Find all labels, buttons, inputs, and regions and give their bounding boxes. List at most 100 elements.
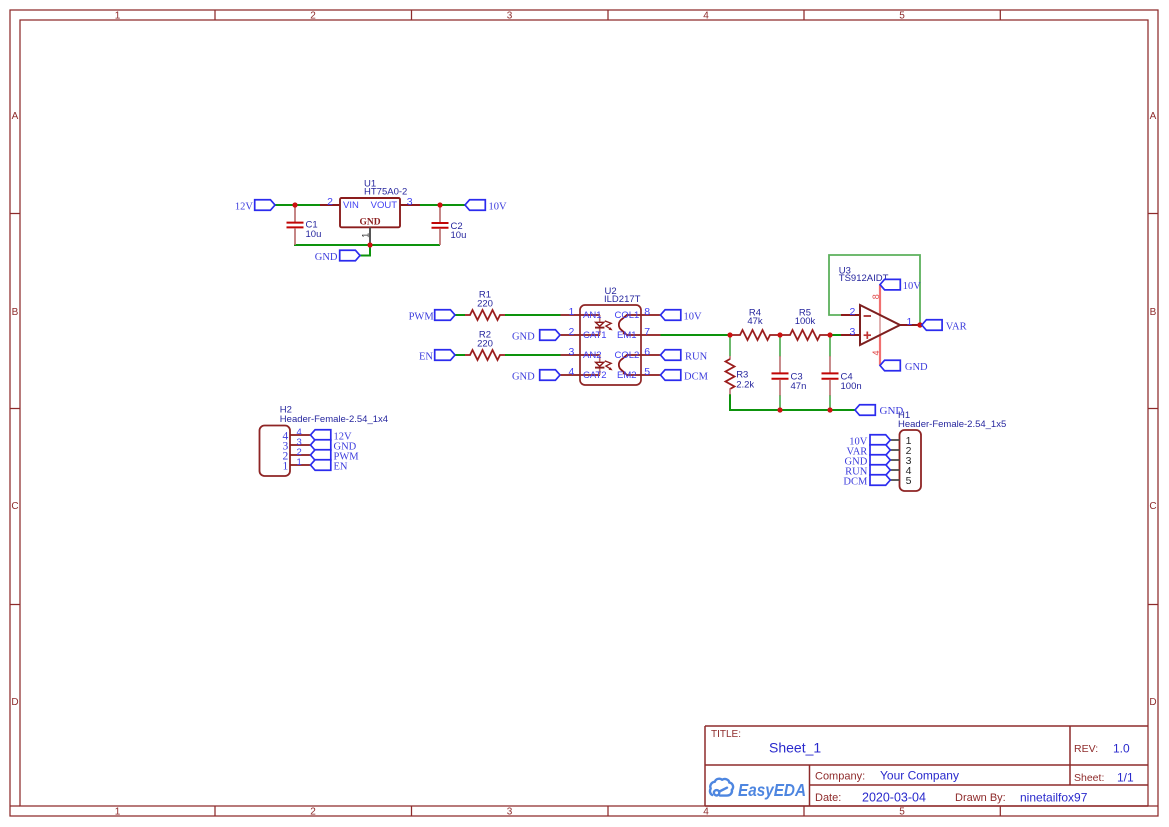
svg-text:D: D [1149, 697, 1156, 708]
svg-text:10u: 10u [306, 229, 322, 240]
svg-text:12V: 12V [334, 432, 353, 443]
svg-text:GND: GND [512, 332, 535, 343]
svg-text:7: 7 [644, 326, 650, 338]
svg-text:C1: C1 [306, 219, 318, 230]
svg-text:EN: EN [334, 462, 348, 473]
svg-text:47k: 47k [747, 316, 763, 327]
svg-text:Sheet_1: Sheet_1 [769, 740, 821, 756]
svg-text:A: A [1150, 111, 1157, 122]
svg-text:AN1: AN1 [583, 310, 601, 321]
svg-text:1/1: 1/1 [1117, 771, 1134, 785]
svg-text:10V: 10V [684, 312, 703, 323]
svg-text:8: 8 [644, 306, 650, 318]
svg-text:Drawn By:: Drawn By: [955, 792, 1006, 804]
svg-text:C: C [1149, 501, 1156, 512]
svg-text:EasyEDA: EasyEDA [738, 780, 806, 800]
svg-text:GND: GND [905, 362, 928, 373]
svg-text:1: 1 [115, 10, 121, 21]
svg-text:VAR: VAR [846, 447, 867, 458]
svg-text:R2: R2 [479, 329, 491, 340]
svg-text:3: 3 [850, 326, 856, 338]
svg-text:Header-Female-2.54_1x5: Header-Female-2.54_1x5 [898, 419, 1006, 430]
svg-text:COL1: COL1 [615, 310, 640, 321]
svg-text:4: 4 [568, 366, 574, 378]
svg-text:H1: H1 [898, 410, 910, 421]
svg-text:1: 1 [297, 457, 302, 468]
svg-text:3: 3 [568, 346, 574, 358]
svg-text:220: 220 [477, 298, 493, 309]
svg-text:4: 4 [703, 10, 709, 21]
svg-text:2: 2 [283, 451, 289, 463]
svg-text:COL2: COL2 [615, 350, 640, 361]
svg-text:GND: GND [880, 405, 904, 417]
svg-text:3: 3 [407, 196, 413, 208]
svg-text:47n: 47n [791, 381, 807, 392]
svg-text:ninetailfox97: ninetailfox97 [1020, 791, 1088, 805]
svg-text:R1: R1 [479, 289, 491, 300]
svg-text:Header-Female-2.54_1x4: Header-Female-2.54_1x4 [280, 414, 388, 425]
svg-text:8: 8 [871, 294, 881, 299]
svg-text:U3: U3 [839, 265, 851, 276]
svg-text:10V: 10V [903, 281, 922, 292]
svg-text:H2: H2 [280, 404, 292, 415]
svg-text:1.0: 1.0 [1113, 742, 1130, 756]
svg-text:Sheet:: Sheet: [1074, 772, 1104, 784]
svg-text:GND: GND [512, 372, 535, 383]
svg-text:C: C [11, 501, 18, 512]
svg-text:REV:: REV: [1074, 743, 1098, 755]
svg-text:EM1: EM1 [617, 330, 637, 341]
svg-text:C3: C3 [791, 371, 803, 382]
svg-text:10u: 10u [451, 230, 467, 241]
svg-text:2.2k: 2.2k [736, 380, 754, 391]
svg-text:12V: 12V [235, 202, 254, 213]
svg-text:VAR: VAR [946, 322, 967, 333]
svg-text:3: 3 [906, 455, 912, 467]
svg-text:5: 5 [906, 475, 912, 487]
svg-text:B: B [1150, 307, 1157, 318]
svg-text:TITLE:: TITLE: [711, 729, 741, 740]
svg-text:VOUT: VOUT [371, 200, 398, 211]
svg-text:PWM: PWM [334, 452, 360, 463]
svg-text:2: 2 [327, 196, 333, 208]
svg-text:TS912AIDT: TS912AIDT [839, 273, 889, 284]
svg-text:6: 6 [644, 346, 650, 358]
svg-text:U1: U1 [364, 179, 376, 190]
svg-text:220: 220 [477, 338, 493, 349]
svg-text:A: A [12, 111, 19, 122]
svg-text:3: 3 [507, 10, 513, 21]
svg-text:Your Company: Your Company [880, 769, 959, 783]
svg-text:4: 4 [906, 465, 912, 477]
svg-text:GND: GND [359, 218, 380, 228]
svg-text:2: 2 [297, 447, 302, 458]
svg-text:CAT1: CAT1 [583, 330, 607, 341]
svg-text:U2: U2 [605, 286, 617, 297]
svg-text:AN2: AN2 [583, 350, 601, 361]
svg-text:5: 5 [899, 10, 905, 21]
svg-text:VIN: VIN [343, 200, 359, 211]
svg-text:10V: 10V [849, 437, 868, 448]
svg-text:4: 4 [283, 431, 289, 443]
svg-text:C2: C2 [451, 221, 463, 232]
svg-text:4: 4 [297, 427, 302, 438]
svg-text:10V: 10V [489, 202, 508, 213]
svg-text:100n: 100n [841, 381, 862, 392]
svg-text:2: 2 [310, 10, 316, 21]
svg-text:2: 2 [850, 306, 856, 318]
svg-text:PWM: PWM [409, 312, 435, 323]
svg-text:1: 1 [906, 435, 912, 447]
svg-text:Date:: Date: [815, 792, 841, 804]
svg-text:RUN: RUN [685, 352, 708, 363]
svg-text:DCM: DCM [843, 477, 868, 488]
svg-text:1: 1 [907, 316, 913, 328]
svg-text:3: 3 [297, 437, 302, 448]
svg-text:3: 3 [283, 441, 289, 453]
svg-text:R5: R5 [799, 307, 811, 318]
svg-text:1: 1 [115, 807, 121, 818]
svg-text:2: 2 [568, 326, 574, 338]
svg-text:DCM: DCM [684, 372, 709, 383]
svg-text:4: 4 [703, 807, 709, 818]
svg-text:Company:: Company: [815, 771, 865, 783]
svg-text:2020-03-04: 2020-03-04 [862, 791, 926, 805]
svg-text:CAT2: CAT2 [583, 370, 607, 381]
svg-text:5: 5 [644, 366, 650, 378]
